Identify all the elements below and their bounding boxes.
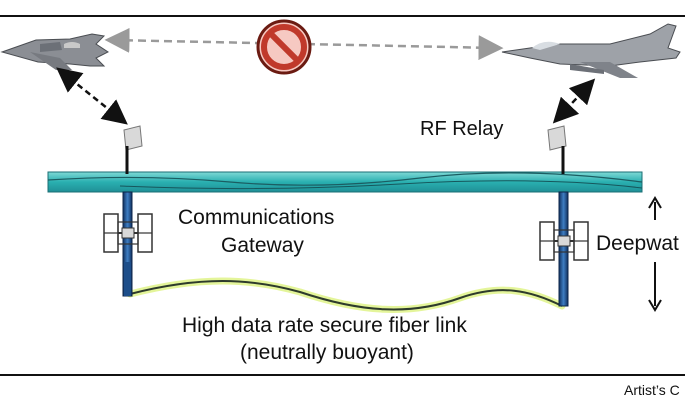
image-credit: Artist’s C	[624, 382, 680, 398]
rf-relay-antenna-icon	[547, 125, 567, 174]
depth-arrow-down	[648, 262, 662, 312]
depth-label: Deepwat	[596, 232, 679, 255]
depth-arrow-up	[648, 196, 662, 220]
rf-relay-label: RF Relay	[420, 118, 504, 140]
gateway-label-line2: Gateway	[221, 234, 304, 257]
communications-gateway-buoy-icon	[539, 191, 589, 307]
fiber-link-label-line1: High data rate secure fiber link	[182, 314, 467, 337]
communications-gateway-buoy-icon	[103, 191, 153, 297]
frame	[0, 15, 685, 376]
fighter-jet-icon	[501, 23, 681, 78]
right-uplink-arrow	[552, 78, 596, 124]
rf-relay-antenna-icon	[123, 125, 143, 174]
stealth-fighter-jet-icon	[0, 33, 109, 70]
no-direct-link-icon	[256, 19, 312, 75]
gateway-label-line1: Communications	[178, 206, 335, 229]
sea-surface	[47, 171, 643, 193]
fiber-link-label-line2: (neutrally buoyant)	[240, 341, 414, 364]
left-uplink-arrow	[56, 67, 128, 125]
